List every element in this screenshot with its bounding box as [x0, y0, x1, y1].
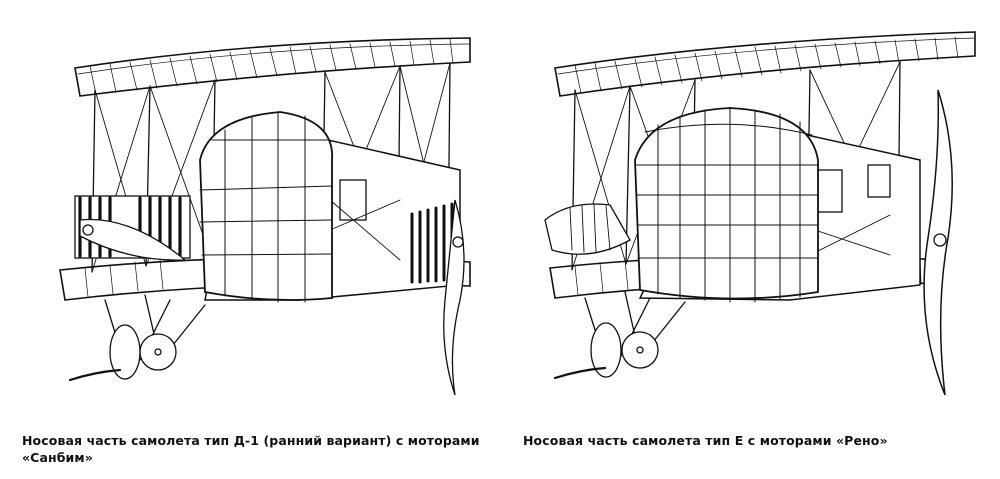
figure-caption-left: Носовая часть самолета тип Д-1 (ранний в… — [22, 432, 492, 466]
landing-gear — [553, 291, 686, 380]
right-propeller — [443, 199, 465, 396]
figure-caption-right: Носовая часть самолета тип Е с моторами … — [523, 432, 963, 449]
caption-left-line1: Носовая часть самолета тип Д-1 (ранний в… — [22, 433, 480, 448]
renault-engine — [544, 203, 631, 255]
propeller — [923, 89, 953, 396]
caption-right-line1: Носовая часть самолета тип Е с моторами … — [523, 433, 888, 448]
illustration-d1-nose — [0, 0, 500, 410]
glazed-nose-cabin — [199, 111, 333, 303]
glazed-nose-cabin — [634, 107, 819, 303]
upper-wing — [554, 31, 976, 97]
caption-left-line2: «Санбим» — [22, 450, 93, 465]
landing-gear — [68, 294, 206, 382]
upper-wing — [74, 37, 471, 97]
propeller — [79, 218, 187, 261]
illustration-e-nose — [500, 0, 1000, 410]
